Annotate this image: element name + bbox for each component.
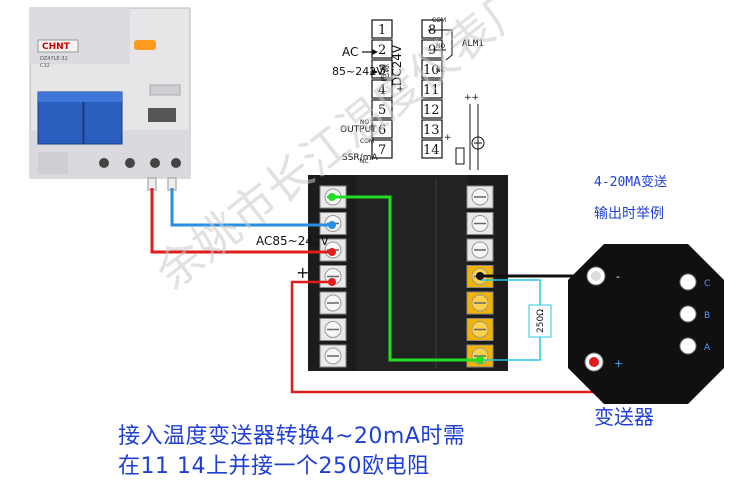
label-85-242v: 85~242V [332,65,384,78]
terminal-screw-right [466,238,494,262]
pin-plus: + [614,357,623,370]
junction-green [328,193,336,201]
schematic-terminal-box [421,19,443,39]
terminal-screw-right [466,291,494,315]
schematic-terminal-box [421,59,443,79]
pin-c: C [704,279,710,289]
terminal-block [308,175,508,371]
label-ac85-242v: AC85~242V [256,234,330,248]
pin-a: A [704,343,711,353]
terminal-screw-left [319,318,347,341]
breaker-screw [171,158,181,168]
breaker-brand: CHNT [42,42,71,52]
schematic-terminal-box [371,99,393,119]
schematic-terminal-number: 13 [423,123,440,138]
schematic-terminal-box [421,79,443,99]
terminal-screw-right [466,318,494,341]
junction-red-signal [328,278,336,286]
schematic-terminal-box [421,139,443,159]
schematic-terminal-number: 12 [423,103,440,118]
temperature-transmitter: 4-20MA变送 输出时举例 - + C B A 变送器 [568,174,724,429]
label-nc-right: NC [436,67,445,74]
terminal-screw-right [466,212,494,235]
breaker-model: DZ47LE-32 [40,56,68,62]
label-plus-supply: + [396,84,404,95]
wire-blue-power [170,188,332,227]
schematic-terminal-box [421,99,443,119]
label-250-ohm: 250Ω [536,309,546,333]
breaker-screw [99,158,109,168]
breaker-lever [148,108,176,122]
schematic-terminal-number: 11 [423,83,440,98]
schematic-terminal-box [421,39,443,59]
schematic-terminal-box [421,119,443,139]
transmitter-title-2: 输出时举例 [594,206,664,222]
pin-b: B [704,311,710,321]
junction-green-right [476,356,484,364]
label-com-left: COM [360,138,374,145]
breaker-screw [150,158,160,168]
breaker-rating: C32 [40,63,50,69]
schematic-terminal-box [371,139,393,159]
terminal-screw-left [319,291,347,315]
label-plus-wire: + [296,263,309,282]
label-nc-left: NC [360,158,369,165]
pin-minus: - [616,270,620,283]
junction-blue [328,221,336,229]
transmitter-title-1: 4-20MA变送 [594,174,667,190]
schematic-terminal-number: 1 [378,23,386,38]
wire-green-jumper [332,195,480,362]
label-no-left: NO [360,119,369,126]
label-output: OUTPUT [340,125,377,135]
schematic-terminal-number: 14 [423,143,440,158]
label-no-right: NO [436,43,445,50]
schematic-terminal-number: 6 [378,123,386,138]
schematic-terminal-number: 10 [423,63,440,78]
schematic-terminal-number: 4 [378,83,386,98]
label-power: 电源 [379,64,391,82]
schematic-terminal-number: 5 [378,103,386,118]
breaker-screw [125,158,135,168]
junction-red [328,248,336,256]
test-button [134,40,156,50]
label-plus-right: + [444,133,452,143]
label-alm1: ALM1 [462,39,484,49]
terminal-screw-left [319,344,347,368]
wire-red-power [150,188,332,254]
label-com-right: COM [432,17,446,24]
schematic-terminal-number: 2 [378,43,386,58]
transmitter-name: 变送器 [594,405,654,429]
schematic-terminal-number: 7 [378,143,386,158]
circuit-breaker: CHNT DZ47LE-32 C32 [29,7,191,191]
schematic-terminal-box [371,119,393,139]
label-ssr-ma: SSR/mA [342,153,378,163]
terminal-screw-right [466,185,494,209]
label-dc24v: DC24V [390,44,404,86]
schematic-terminal-number: 3 [378,63,386,78]
schematic-terminal-box [371,19,393,39]
caption-line-2: 在11 14上并接一个250欧电阻 [118,454,430,479]
label-ac: AC [342,45,358,59]
junction-black [476,272,484,280]
resistor-250-ohm [528,304,552,338]
label-plus-plus: ++ [464,93,479,103]
caption-line-1: 接入温度变送器转换4~20mA时需 [118,424,466,449]
